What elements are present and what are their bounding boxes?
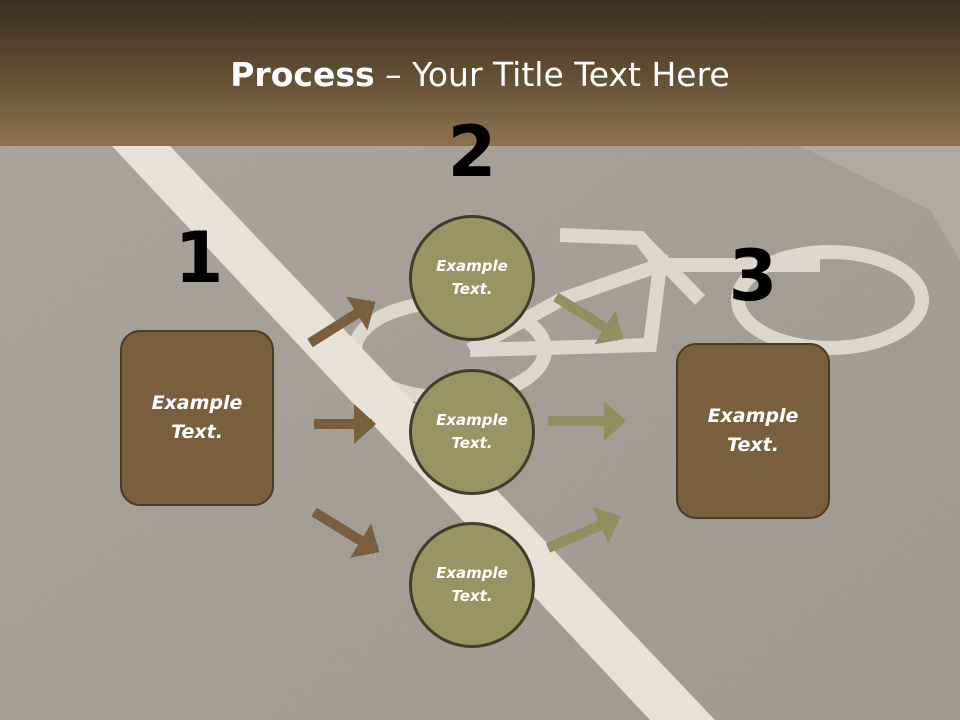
circle-middle: Example Text. [409, 369, 535, 495]
left-box-text: Example Text. [151, 392, 243, 443]
step-number-1: 1 [174, 217, 224, 299]
right-step-box: Example Text. [676, 343, 830, 519]
circle-top: Example Text. [409, 215, 535, 341]
slide-title: Process – Your Title Text Here [0, 52, 960, 98]
step-number-3: 3 [728, 235, 778, 317]
right-box-text: Example Text. [707, 405, 799, 456]
title-bar [0, 0, 960, 146]
left-step-box: Example Text. [120, 330, 274, 506]
circle-top-text: Example Text. [436, 257, 508, 298]
circle-bottom-text: Example Text. [436, 564, 508, 605]
step-number-2: 2 [447, 111, 497, 193]
circle-bottom: Example Text. [409, 522, 535, 648]
arrow-to-circle-top [307, 296, 376, 348]
title-bold-part: Process [230, 55, 375, 94]
arrow-from-circle-top [553, 292, 624, 345]
arrow-to-circle-bottom [311, 507, 380, 558]
arrow-from-circle-bottom [546, 506, 621, 553]
title-rest-part: – Your Title Text Here [374, 55, 730, 94]
circle-middle-text: Example Text. [436, 411, 508, 452]
